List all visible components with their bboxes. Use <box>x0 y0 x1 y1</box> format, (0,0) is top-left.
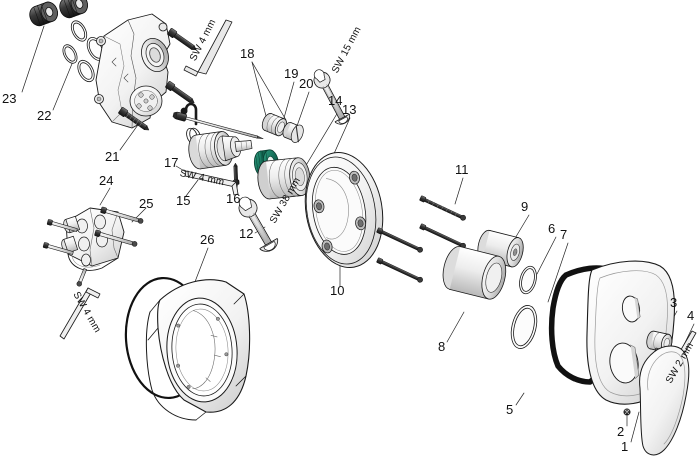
callout-17: 17 <box>164 155 179 170</box>
callout-3: 3 <box>670 295 678 310</box>
part-manifold-block-24 <box>61 207 125 271</box>
callout-12: 12 <box>239 226 254 241</box>
part-mounting-flange-plate-10 <box>304 152 384 268</box>
callout-11: 11 <box>455 162 469 177</box>
callout-15: 15 <box>176 193 191 208</box>
callout-7: 7 <box>560 227 568 242</box>
callout-6: 6 <box>548 221 556 236</box>
callout-1: 1 <box>621 439 629 454</box>
part-extension-sleeve-large-8 <box>442 246 507 300</box>
callout-8: 8 <box>438 339 446 354</box>
part-check-valve-seat-20 <box>282 122 304 143</box>
part-spindle-extension-18 <box>172 111 264 139</box>
callout-26: 26 <box>200 232 215 247</box>
part-valve-body <box>94 13 171 129</box>
callout-18: 18 <box>240 46 255 61</box>
part-filter-bushing-23 <box>29 0 88 27</box>
callout-16: 16 <box>226 191 241 206</box>
part-cartridge-assembly-15 <box>188 131 253 170</box>
callout-24: 24 <box>99 173 114 188</box>
part-lever-handle-1 <box>639 345 690 456</box>
part-manifold-screws-25 <box>42 206 144 287</box>
callout-10: 10 <box>330 283 345 298</box>
tool-hex-key-sw-4mm-mid <box>184 170 239 196</box>
callout-22: 22 <box>37 108 52 123</box>
tool-wrench-sw-38mm <box>238 196 279 252</box>
callout-21: 21 <box>105 149 120 164</box>
tool-wrench-sw-15mm <box>313 69 351 125</box>
part-o-ring-small-6 <box>519 265 537 295</box>
callout-14: 14 <box>328 93 343 108</box>
callout-20: 20 <box>299 76 314 91</box>
part-o-ring-large-7 <box>510 305 538 349</box>
callout-23: 23 <box>2 91 17 106</box>
callout-13: 13 <box>342 102 357 117</box>
callout-19: 19 <box>284 66 299 81</box>
callout-5: 5 <box>506 402 514 417</box>
callout-9: 9 <box>521 199 529 214</box>
tool-hex-key-sw-4mm-top <box>183 19 233 77</box>
callout-4: 4 <box>687 308 695 323</box>
leader-lines <box>21 25 695 443</box>
callout-25: 25 <box>139 196 154 211</box>
part-mounting-screws-long-11 <box>376 195 466 283</box>
part-wall-escutcheon-26 <box>124 276 251 421</box>
part-body-fixing-screw-21 <box>118 28 197 131</box>
tool-hex-key-sw-4mm-left <box>59 287 101 340</box>
part-handle-set-screw-2 <box>623 408 631 416</box>
callout-2: 2 <box>617 424 625 439</box>
part-retaining-nut-14 <box>257 157 311 200</box>
